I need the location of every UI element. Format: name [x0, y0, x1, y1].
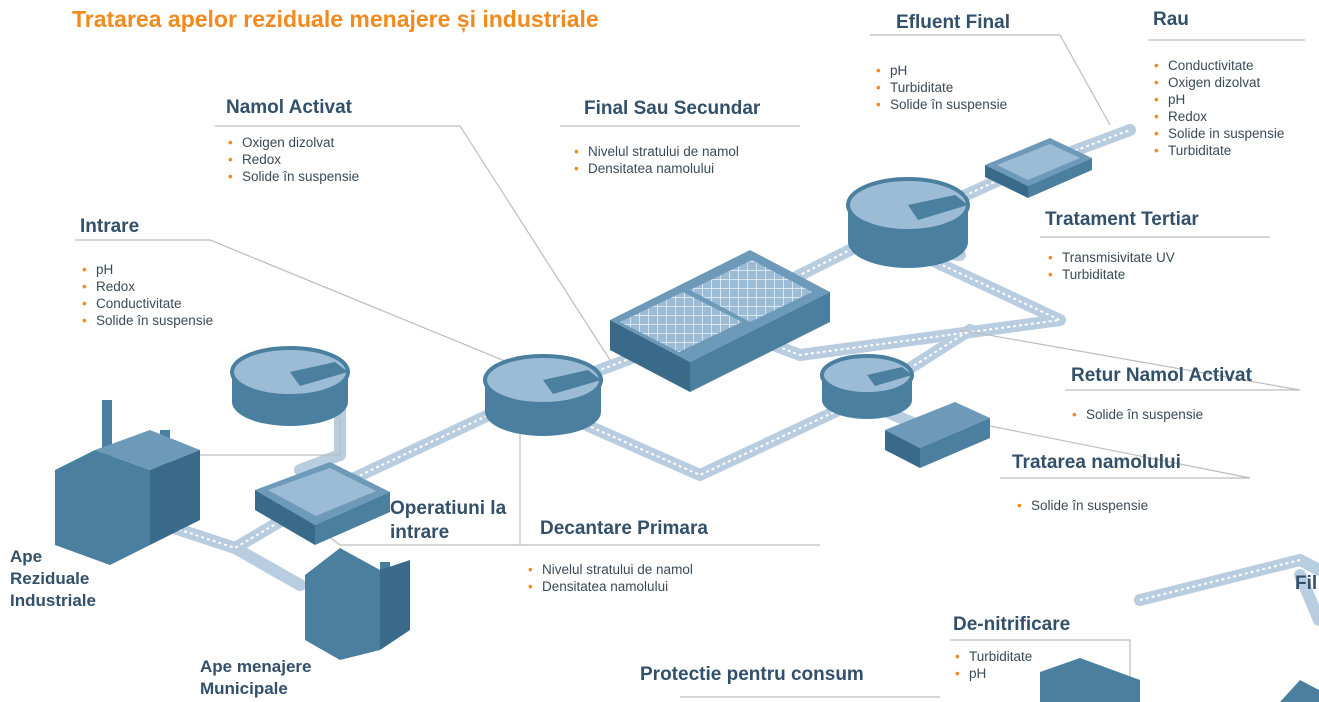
list-efluent-final: pH Turbiditate Solide în suspensie: [876, 62, 1007, 113]
tank-secondary: [846, 177, 970, 268]
list-tratament-tertiar: Transmisivitate UV Turbiditate: [1048, 249, 1175, 283]
list-item: Turbiditate: [1048, 266, 1175, 283]
list-item: Redox: [1154, 108, 1284, 125]
list-decantare-primara: Nivelul stratului de namol Densitatea na…: [528, 561, 693, 595]
list-namol-activat: Oxigen dizolvat Redox Solide în suspensi…: [228, 134, 359, 185]
label-tratament-tertiar: Tratament Tertiar: [1045, 209, 1199, 230]
list-item: Solide în suspensie: [876, 96, 1007, 113]
list-item: Transmisivitate UV: [1048, 249, 1175, 266]
label-intrare: Intrare: [80, 216, 140, 237]
list-item: Densitatea namolului: [528, 578, 693, 595]
tank-intrare: [230, 346, 350, 426]
list-item: pH: [1154, 91, 1284, 108]
list-item: Solide in suspensie: [1154, 125, 1284, 142]
label-final-secundar: Final Sau Secundar: [584, 98, 761, 119]
list-item: Nivelul stratului de namol: [574, 143, 739, 160]
inlet-operations-box: [255, 462, 390, 545]
pipe-dashes: [149, 129, 1301, 601]
denitrification-block: [1040, 658, 1319, 702]
label-operatiuni: Operatiuni la intrare: [390, 498, 507, 543]
list-item: Oxigen dizolvat: [228, 134, 359, 151]
sludge-box: [885, 402, 990, 468]
list-item: Turbiditate: [1154, 142, 1284, 159]
list-item: Turbiditate: [955, 648, 1032, 665]
label-protectie: Protectie pentru consum: [640, 664, 864, 685]
label-denitrificare: De-nitrificare: [953, 614, 1071, 635]
list-item: Turbiditate: [876, 79, 1007, 96]
tank-return: [820, 354, 914, 419]
list-denitrificare: Turbiditate pH: [955, 648, 1032, 682]
list-tratarea-namolului: Solide în suspensie: [1017, 497, 1148, 514]
factory: [55, 400, 200, 565]
list-item: Solide în suspensie: [82, 312, 213, 329]
list-item: Redox: [228, 151, 359, 168]
aeration-basin: [610, 250, 830, 392]
list-item: pH: [876, 62, 1007, 79]
list-item: Conductivitate: [1154, 57, 1284, 74]
tertiary-box: [985, 138, 1092, 198]
house: [305, 548, 410, 660]
list-item: Solide în suspensie: [1017, 497, 1148, 514]
list-item: pH: [82, 261, 213, 278]
label-fil: Fil: [1295, 573, 1318, 594]
list-retur-namol: Solide în suspensie: [1072, 406, 1203, 423]
list-final-secundar: Nivelul stratului de namol Densitatea na…: [574, 143, 739, 177]
list-item: pH: [955, 665, 1032, 682]
label-decantare-primara: Decantare Primara: [540, 518, 708, 539]
tank-primary: [483, 354, 603, 436]
label-rau: Rau: [1153, 9, 1189, 30]
list-intrare: pH Redox Conductivitate Solide în suspen…: [82, 261, 213, 329]
list-item: Solide în suspensie: [228, 168, 359, 185]
list-item: Nivelul stratului de namol: [528, 561, 693, 578]
label-efluent-final: Efluent Final: [896, 12, 1010, 33]
label-retur-namol: Retur Namol Activat: [1071, 365, 1252, 386]
label-ape-industriale: Ape Reziduale Industriale: [10, 547, 96, 610]
label-namol-activat: Namol Activat: [226, 97, 352, 118]
label-ape-menajere: Ape menajere Municipale: [200, 657, 312, 698]
list-item: Oxigen dizolvat: [1154, 74, 1284, 91]
list-item: Redox: [82, 278, 213, 295]
list-rau: Conductivitate Oxigen dizolvat pH Redox …: [1154, 57, 1284, 159]
list-item: Conductivitate: [82, 295, 213, 312]
label-tratarea-namolului: Tratarea namolului: [1012, 452, 1181, 473]
list-item: Densitatea namolului: [574, 160, 739, 177]
page-title: Tratarea apelor reziduale menajere și in…: [72, 6, 599, 32]
list-item: Solide în suspensie: [1072, 406, 1203, 423]
